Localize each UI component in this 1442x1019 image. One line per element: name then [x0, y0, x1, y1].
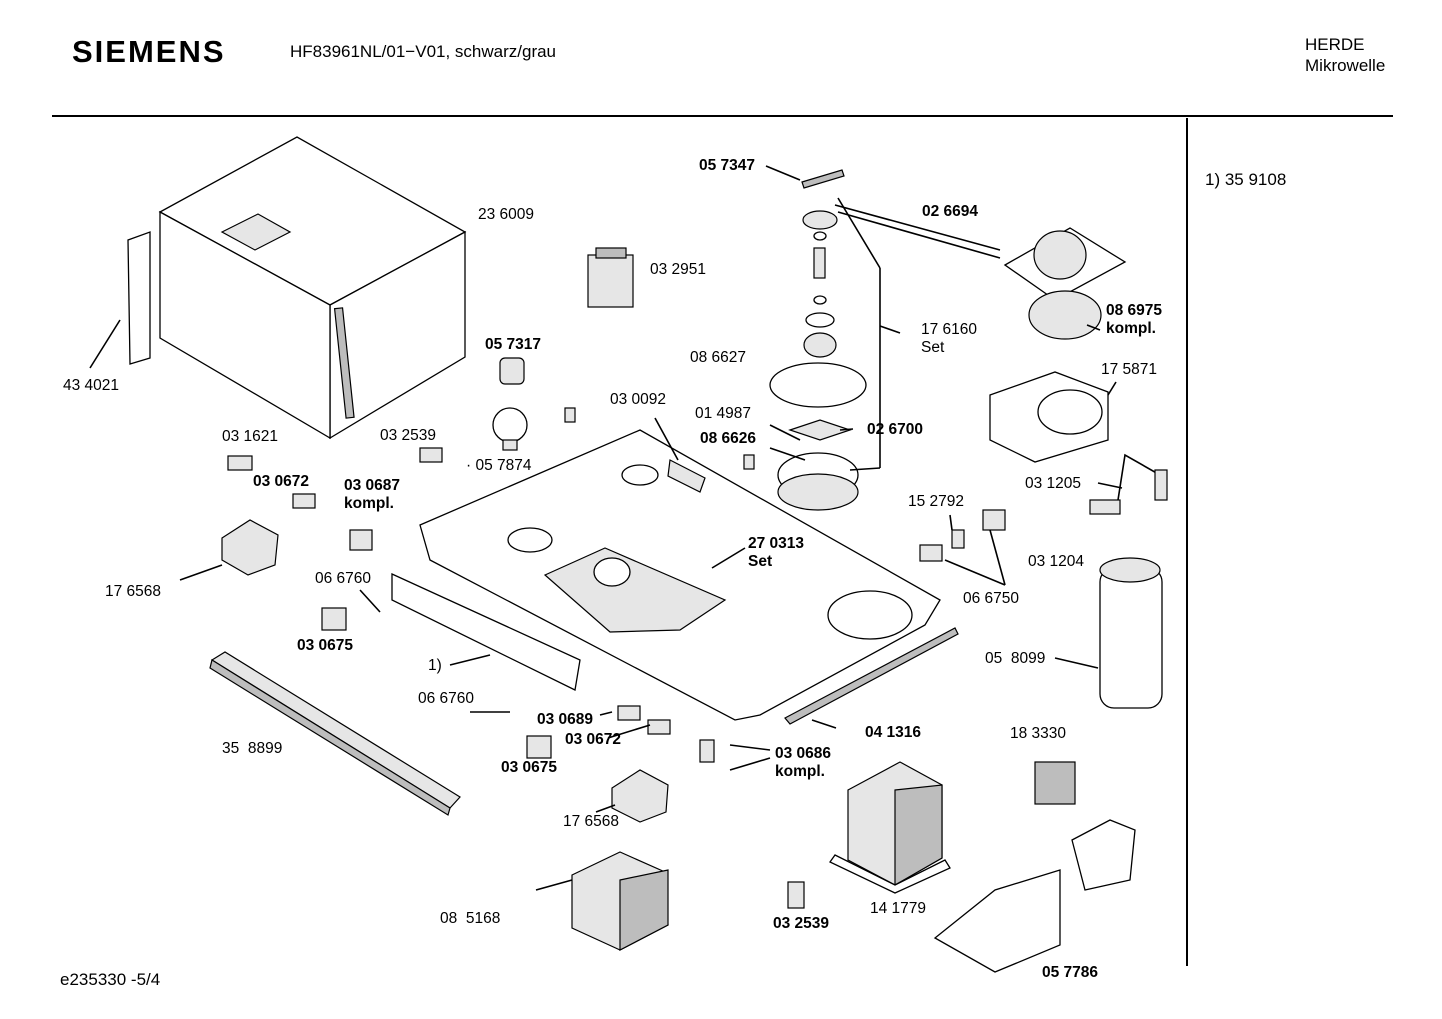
rail-041316-drawing	[784, 627, 959, 725]
part-label-031621: 03 1621	[222, 428, 279, 445]
part-label-032539-a: 03 2539	[380, 427, 437, 444]
part-label-030675-b: 03 0675	[501, 759, 558, 776]
part-label-058099: 05 8099	[985, 650, 1046, 667]
relay-drawing	[1034, 761, 1076, 805]
bracket-057786-drawing	[933, 819, 1136, 973]
side-note: 1) 35 9108	[1205, 170, 1287, 189]
part-label-086626: 08 6626	[700, 430, 757, 447]
part-label-175871: 17 5871	[1101, 361, 1158, 378]
part-label-032539-b: 03 2539	[773, 915, 830, 932]
model-title: HF83961NL/01−V01, schwarz/grau	[290, 42, 557, 61]
category-line-2: Mikrowelle	[1305, 56, 1386, 75]
part-label-032951: 03 2951	[650, 261, 707, 278]
part-label-030686: 03 0686 kompl.	[775, 745, 832, 780]
fan-duct-drawing	[989, 371, 1109, 463]
part-label-030092: 03 0092	[610, 391, 667, 408]
part-label-057317: 05 7317	[485, 336, 542, 353]
part-label-026694: 02 6694	[922, 203, 979, 220]
module-032951-drawing	[587, 247, 634, 308]
part-label-031204: 03 1204	[1028, 553, 1085, 570]
part-label-030672-b: 03 0672	[565, 731, 622, 748]
part-label-183330: 18 3330	[1010, 725, 1067, 742]
part-label-086627: 08 6627	[690, 349, 747, 366]
drawing-id: e235330 -5/4	[60, 970, 161, 989]
wiring-drawing	[1089, 453, 1168, 515]
base-tray-drawing	[419, 429, 941, 721]
part-label-030672-a: 03 0672	[253, 473, 310, 490]
part-label-270313: 27 0313 Set	[748, 535, 805, 570]
turntable-drive-drawing	[769, 169, 881, 511]
part-label-434021: 43 4021	[63, 377, 120, 394]
part-label-026700: 02 6700	[867, 421, 924, 438]
side-rail-drawing	[89, 231, 151, 369]
part-label-1-ref: 1)	[428, 657, 442, 674]
part-label-176160: 17 6160 Set	[921, 321, 978, 356]
part-label-236009: 23 6009	[478, 206, 535, 223]
bar-358899-drawing	[209, 651, 461, 816]
part-label-066750: 06 6750	[963, 590, 1020, 607]
part-label-141779: 14 1779	[870, 900, 927, 917]
part-label-086975: 08 6975 kompl.	[1106, 302, 1163, 337]
outer-casing-drawing	[158, 136, 467, 440]
fan-motor-drawing	[1003, 227, 1127, 340]
part-label-152792: 15 2792	[908, 493, 965, 510]
brand-logo: SIEMENS	[72, 34, 226, 69]
heater-element-drawing	[834, 204, 1001, 259]
part-label-057347: 05 7347	[699, 157, 756, 174]
part-label-057874: · 05 7874	[466, 457, 532, 474]
part-label-358899: 35 8899	[222, 740, 283, 757]
part-label-176568-a: 17 6568	[105, 583, 162, 600]
part-label-176568-b: 17 6568	[563, 813, 620, 830]
part-label-030687: 03 0687 kompl.	[344, 477, 401, 512]
part-label-057786: 05 7786	[1042, 964, 1099, 981]
part-label-041316: 04 1316	[865, 724, 922, 741]
part-label-030689: 03 0689	[537, 711, 594, 728]
part-label-014987: 01 4987	[695, 405, 752, 422]
part-label-066760-a: 06 6760	[315, 570, 372, 587]
part-label-030675-a: 03 0675	[297, 637, 354, 654]
part-label-085168: 08 5168	[440, 910, 501, 927]
part-label-066760-b: 06 6760	[418, 690, 475, 707]
lamp-drawing	[492, 357, 528, 451]
category: HERDE Mikrowelle	[1305, 34, 1385, 76]
part-label-031205: 03 1205	[1025, 475, 1082, 492]
leader-lines	[179, 165, 1123, 891]
switch-drawings	[221, 407, 1006, 909]
front-strip-drawing	[391, 572, 581, 691]
transformer-drawing	[829, 761, 951, 894]
capacitor-drawing	[1099, 557, 1163, 709]
category-line-1: HERDE	[1305, 35, 1365, 54]
magnetron-drawing	[571, 851, 669, 951]
